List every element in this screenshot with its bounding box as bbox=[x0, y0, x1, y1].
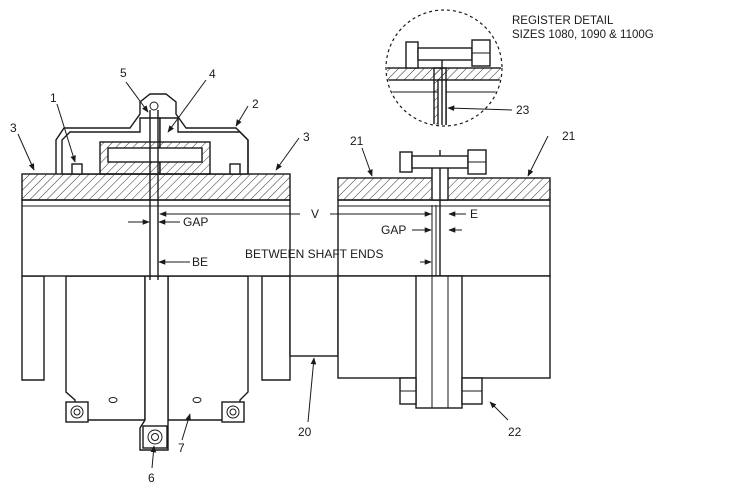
callout-3-right: 3 bbox=[303, 130, 310, 144]
seal-bolt-right bbox=[229, 163, 241, 175]
flange-bolt-bottom bbox=[399, 377, 483, 405]
callout-1: 1 bbox=[50, 91, 57, 105]
dimension-lines bbox=[128, 205, 466, 276]
flange-bolt-top bbox=[399, 149, 487, 175]
callout-21-left: 21 bbox=[350, 134, 364, 148]
left-gear-coupling bbox=[21, 93, 291, 451]
callout-3-left: 3 bbox=[10, 121, 17, 135]
callout-20: 20 bbox=[298, 425, 312, 439]
callout-4: 4 bbox=[209, 67, 216, 81]
callout-7: 7 bbox=[178, 441, 185, 455]
callout-23: 23 bbox=[516, 103, 530, 117]
gap-right-label: GAP bbox=[381, 223, 406, 237]
v-label: V bbox=[311, 207, 319, 221]
gap-left-label: GAP bbox=[183, 215, 208, 229]
right-hub-body bbox=[337, 199, 551, 277]
be-label: BE bbox=[192, 255, 208, 269]
left-hub-lower-right bbox=[261, 275, 291, 381]
callout-22: 22 bbox=[508, 425, 522, 439]
callout-2: 2 bbox=[252, 97, 259, 111]
left-hub-section bbox=[21, 173, 291, 201]
callout-6: 6 bbox=[148, 471, 155, 485]
spacer bbox=[289, 275, 339, 357]
lube-hole-right bbox=[192, 397, 202, 403]
left-sleeve-lower bbox=[65, 275, 146, 421]
left-hub-lower bbox=[21, 275, 45, 381]
register-detail-sizes: SIZES 1080, 1090 & 1100G bbox=[512, 29, 654, 41]
left-hub-body bbox=[21, 199, 291, 277]
between-shaft-ends-label: BETWEEN SHAFT ENDS bbox=[245, 247, 383, 261]
seal-bolt-left bbox=[71, 163, 83, 175]
callout-21-right: 21 bbox=[562, 129, 576, 143]
e-label: E bbox=[470, 207, 478, 221]
bolt-nut-right bbox=[221, 401, 245, 423]
register-detail bbox=[385, 9, 503, 127]
lube-hole-left bbox=[108, 397, 118, 403]
right-sleeve-lower bbox=[167, 275, 249, 421]
right-flange-lower bbox=[415, 275, 463, 409]
bolt-nut-left bbox=[65, 401, 89, 423]
gasket-outline bbox=[55, 93, 249, 174]
leader-lines bbox=[17, 79, 549, 469]
callout-5: 5 bbox=[120, 66, 127, 80]
register-detail-title: REGISTER DETAIL bbox=[512, 15, 614, 27]
bolt-nut-bottom bbox=[142, 425, 168, 449]
right-flange-coupling bbox=[337, 149, 551, 409]
